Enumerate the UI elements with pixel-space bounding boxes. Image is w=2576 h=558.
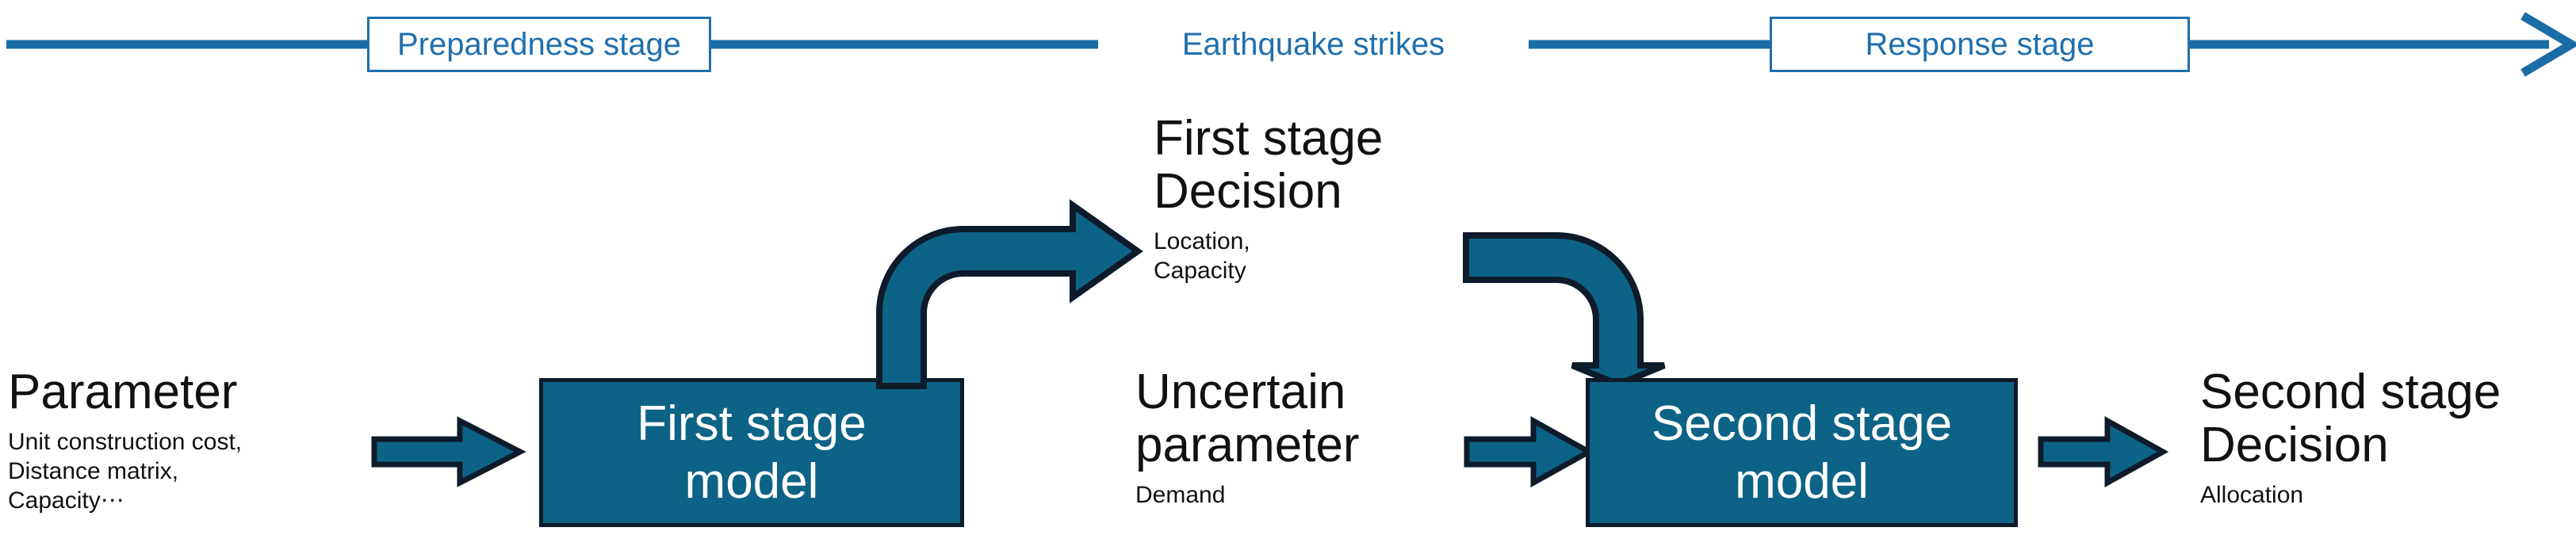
- timeline-end-arrow-icon: [2520, 12, 2576, 77]
- uncertain-parameter-node: Uncertain parameter Demand: [1135, 365, 1360, 510]
- second-stage-decision-node: Second stage Decision Allocation: [2200, 365, 2501, 510]
- second-stage-model-line-2: model: [1735, 454, 1869, 509]
- second-stage-model-label: Second stage model: [1652, 395, 1952, 510]
- second-stage-model-line-1: Second stage: [1651, 396, 1953, 451]
- timeline-axis: [6, 12, 2576, 77]
- first-stage-model-label: First stage model: [637, 395, 866, 510]
- parameter-title: Parameter: [8, 365, 238, 419]
- first-stage-model-line-2: model: [684, 454, 819, 509]
- parameter-sub-line-3: Capacity⋯: [8, 487, 124, 514]
- parameter-sub-line-1: Unit construction cost,: [8, 428, 243, 455]
- first-stage-model-box[interactable]: First stage model: [539, 378, 964, 527]
- arrow-first-stage-model-to-first-stage-decision: [876, 199, 1143, 389]
- uncertain-parameter-title-line-1: Uncertain: [1135, 365, 1346, 419]
- first-stage-model-line-1: First stage: [637, 396, 867, 451]
- timeline-response-label: Response stage: [1865, 27, 2095, 62]
- arrow-first-stage-decision-to-second-stage-model: [1463, 232, 1666, 388]
- arrow-second-stage-model-to-second-stage-decision: [2038, 416, 2169, 487]
- timeline-earthquake-label: Earthquake strikes: [1181, 27, 1445, 62]
- timeline-stage-preparedness[interactable]: Preparedness stage: [367, 17, 711, 72]
- timeline-earthquake-marker: Earthquake strikes: [1098, 22, 1529, 67]
- uncertain-parameter-title-line-2: parameter: [1135, 417, 1360, 472]
- second-stage-decision-sub-line-1: Allocation: [2200, 481, 2304, 508]
- first-stage-decision-sub-line-2: Capacity: [1154, 258, 1246, 285]
- first-stage-decision-sub-line-1: Location,: [1154, 227, 1250, 254]
- arrow-parameter-to-first-stage-model: [371, 416, 526, 487]
- second-stage-decision-title-line-1: Second stage: [2200, 365, 2501, 419]
- parameter-node: Parameter Unit construction cost, Distan…: [8, 365, 243, 516]
- timeline-preparedness-label: Preparedness stage: [396, 27, 681, 62]
- second-stage-model-box[interactable]: Second stage model: [1586, 378, 2018, 527]
- first-stage-decision-title-line-1: First stage: [1154, 111, 1384, 166]
- uncertain-parameter-sub-line-1: Demand: [1135, 481, 1226, 508]
- parameter-sub-line-2: Distance matrix,: [8, 458, 179, 485]
- timeline-stage-response[interactable]: Response stage: [1770, 17, 2190, 72]
- first-stage-decision-node: First stage Decision Location, Capacity: [1154, 111, 1384, 285]
- second-stage-decision-title-line-2: Decision: [2200, 417, 2389, 472]
- arrow-uncertain-parameter-to-second-stage-model: [1464, 416, 1595, 487]
- first-stage-decision-title-line-2: Decision: [1154, 163, 1342, 219]
